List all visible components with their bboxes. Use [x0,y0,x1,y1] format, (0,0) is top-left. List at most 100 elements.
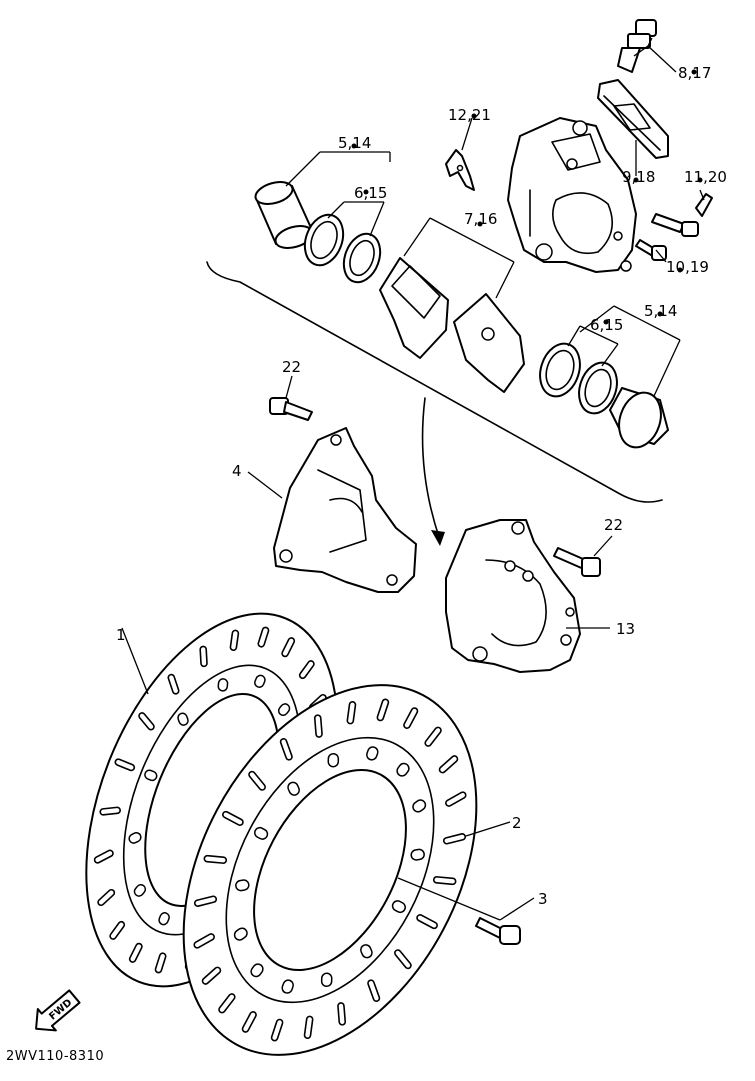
disc-window-hole [133,883,147,897]
disc-window-hole [360,944,373,959]
callout-5-14-right: 5,14 [644,302,677,320]
bolt-8-17 [617,19,657,73]
disc-window-hole [327,752,340,768]
callout-8-17: 8,17 [678,64,711,82]
brake-disc-2 [182,684,478,1056]
callout-5-14-top: 5,14 [338,134,371,152]
caliper-body-top [507,117,637,273]
disc-vent-slot [442,833,467,845]
disc-vent-slot [241,1011,257,1033]
disc-vent-slot [438,755,459,774]
seals-6-15-right [539,342,618,415]
callout-7-16: 7,16 [464,210,497,228]
plate-9-18 [597,79,669,159]
assembly-arrow [421,397,441,541]
brake-pad-right [453,293,525,393]
seals-6-15-left [303,213,382,284]
disc-vent-slot [445,791,467,807]
disc-window-hole [177,712,189,726]
callout-11-20: 11,20 [684,168,727,186]
disc-vent-slot [313,714,323,738]
disc-vent-slot [203,854,228,864]
disc-window-hole [396,762,410,777]
disc-vent-slot [218,993,236,1014]
leader-lines [121,37,705,921]
disc-vent-slot [99,806,121,816]
disc-vent-slot [193,895,218,907]
disc-window-hole [254,674,266,688]
disc-vent-slot [138,712,155,731]
disc-vent-slot [193,933,215,949]
disc-window-hole [277,703,291,717]
disc-vent-slot [376,698,390,722]
disc-vent-slot [298,660,315,680]
callout-22-right: 22 [604,516,623,534]
callout-9-18: 9,18 [622,168,655,186]
disc-vent-slot [109,920,126,940]
disc-vent-slot [432,876,457,886]
disc-vent-slot [337,1002,347,1026]
disc-window-hole [235,879,250,892]
disc-window-hole [410,848,425,861]
piston-5-14-right [609,387,669,449]
bolt-3 [475,917,521,945]
disc-vent-slot [167,673,180,695]
slide-pin-10-19 [651,213,699,237]
disc-vent-slot [97,888,116,907]
callout-1: 1 [116,626,126,644]
disc-vent-slot [303,1015,314,1040]
assembly-bracket-line [206,261,663,503]
disc-vent-slot [201,966,222,985]
disc-window-hole [144,769,158,782]
callout-13: 13 [616,620,635,638]
callout-4: 4 [232,462,242,480]
disc-vent-slot [229,629,240,652]
disc-window-hole [217,678,229,692]
callout-10-19: 10,19 [666,258,709,276]
callout-6-15-top: 6,15 [354,184,387,202]
disc-vent-slot [248,770,266,791]
disc-2-slots [193,698,467,1042]
disc-vent-slot [416,914,438,930]
disc-vent-slot [257,626,270,648]
caliper-assembly-4 [273,427,417,593]
disc-window-hole [366,746,379,761]
bolt-22-left [269,397,313,421]
disc-vent-slot [394,949,412,970]
disc-window-hole [254,826,269,840]
assembly-arrow-head [431,530,445,546]
disc-vent-slot [424,726,442,747]
disc-window-hole [320,972,333,988]
disc-window-hole [412,799,427,813]
disc-vent-slot [270,1018,284,1042]
callout-12-21: 12,21 [448,106,491,124]
pin-11-20 [695,193,713,217]
disc-vent-slot [281,637,296,658]
disc-window-hole [233,927,248,941]
caliper-assembly-13 [445,519,581,673]
callout-2: 2 [512,814,522,832]
disc-window-hole [250,963,264,978]
disc-vent-slot [154,952,167,974]
disc-vent-slot [93,849,114,864]
disc-vent-slot [114,758,136,772]
disc-window-hole [287,781,300,796]
disc-window-hole [128,831,142,844]
pin-clip-12-21 [445,149,475,191]
bolt-22-right [553,547,601,577]
callout-6-15-right: 6,15 [590,316,623,334]
disc-vent-slot [128,942,143,963]
callout-22-left: 22 [282,358,301,376]
fwd-arrow-icon: FWD [35,989,81,1032]
disc-vent-slot [367,979,381,1003]
disc-window-hole [281,979,294,994]
diagram-code: 2WV110-8310 [6,1049,104,1064]
disc-vent-slot [346,700,357,725]
disc-window-hole [158,912,170,926]
callout-3: 3 [538,890,548,908]
disc-vent-slot [279,737,293,761]
disc-window-hole [391,900,406,914]
brake-pad-left [379,257,449,359]
disc-vent-slot [222,810,244,826]
